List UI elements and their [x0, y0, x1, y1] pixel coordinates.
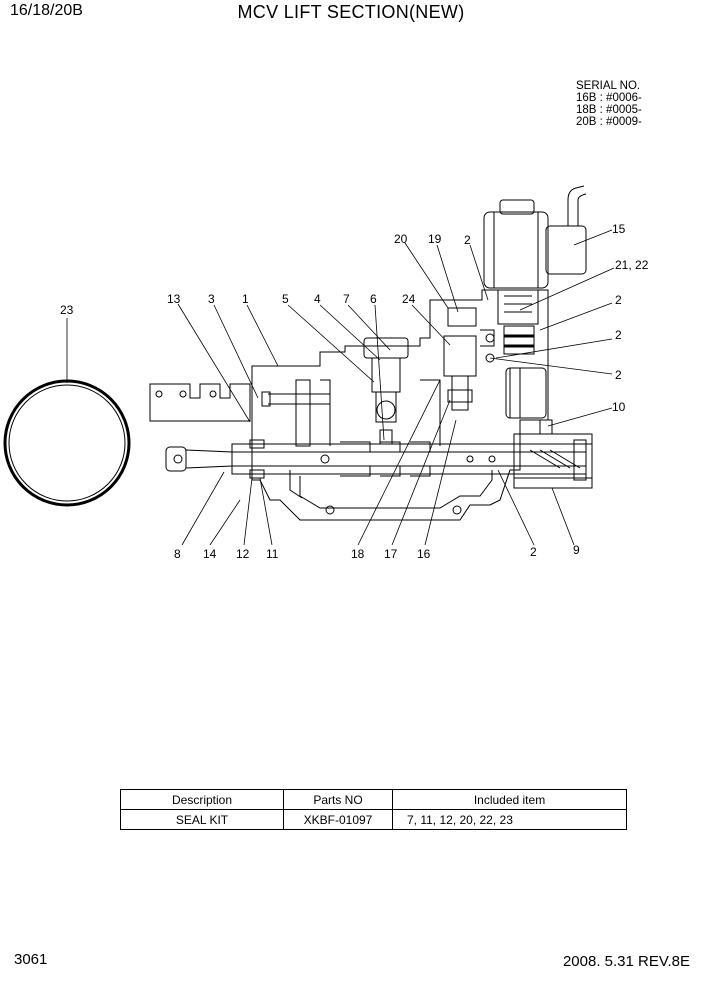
callout-7: 7	[343, 292, 350, 306]
callout-8: 8	[174, 547, 181, 561]
column-header-parts-no: Parts NO	[283, 789, 393, 810]
o-ring-part-23	[3, 379, 131, 507]
callout-14: 14	[203, 547, 217, 561]
seal-kit-table: Description Parts NO Included item SEAL …	[120, 789, 627, 830]
callout-20: 20	[394, 232, 408, 246]
callout-2-bottom: 2	[530, 545, 537, 559]
callout-labels: 23 13 3 1 5 4 7 6 24 20 19 2 15 21, 22 2…	[60, 222, 649, 561]
callout-13: 13	[167, 292, 181, 306]
serial-line-16b: 16B : #0006-	[576, 92, 642, 104]
page-title: MCV LIFT SECTION(NEW)	[237, 2, 465, 22]
table-row: SEAL KIT XKBF-01097 7, 11, 12, 20, 22, 2…	[120, 809, 627, 830]
serial-line-20b: 20B : #0009-	[576, 116, 642, 128]
callout-3: 3	[208, 292, 215, 306]
callout-24: 24	[402, 292, 416, 306]
callout-2-right-3: 2	[615, 368, 622, 382]
serial-number-block: SERIAL NO. 16B : #0006- 18B : #0005- 20B…	[576, 80, 642, 128]
callout-9: 9	[573, 543, 580, 557]
callout-16: 16	[417, 547, 431, 561]
spring-housing	[513, 419, 593, 489]
cell-parts-no: XKBF-01097	[283, 809, 393, 830]
leader-lines	[66, 229, 615, 546]
callout-4: 4	[314, 292, 321, 306]
callout-11: 11	[266, 547, 279, 561]
page-number: 3061	[14, 951, 48, 968]
callout-21-22: 21, 22	[615, 258, 649, 272]
callout-1: 1	[242, 292, 249, 306]
callout-2-top: 2	[464, 233, 471, 247]
solenoid-cartridge	[443, 307, 495, 411]
side-valve-block	[505, 367, 547, 419]
callout-19: 19	[428, 232, 442, 246]
check-valve-assembly	[363, 337, 409, 445]
serial-heading: SERIAL NO.	[576, 80, 641, 92]
callout-2-right-1: 2	[615, 293, 622, 307]
solenoid-coil-part-15	[483, 185, 587, 355]
callout-23: 23	[60, 303, 74, 317]
callout-15: 15	[612, 222, 626, 236]
callout-17: 17	[384, 547, 398, 561]
callout-12: 12	[236, 547, 250, 561]
callout-18: 18	[351, 547, 365, 561]
callout-6: 6	[370, 292, 377, 306]
cell-description: SEAL KIT	[120, 809, 284, 830]
left-bracket	[149, 383, 251, 422]
column-header-included-item: Included item	[392, 789, 627, 810]
model-label: 16/18/20B	[10, 2, 83, 19]
callout-2-right-2: 2	[615, 328, 622, 342]
revision-date: 2008. 5.31 REV.8E	[562, 953, 690, 970]
column-header-description: Description	[120, 789, 284, 810]
serial-line-18b: 18B : #0005-	[576, 104, 642, 116]
callout-5: 5	[282, 292, 289, 306]
table-header-row: Description Parts NO Included item	[120, 789, 627, 810]
main-spool	[165, 439, 587, 479]
cell-included-item: 7, 11, 12, 20, 22, 23	[392, 809, 627, 830]
callout-10: 10	[612, 400, 626, 414]
